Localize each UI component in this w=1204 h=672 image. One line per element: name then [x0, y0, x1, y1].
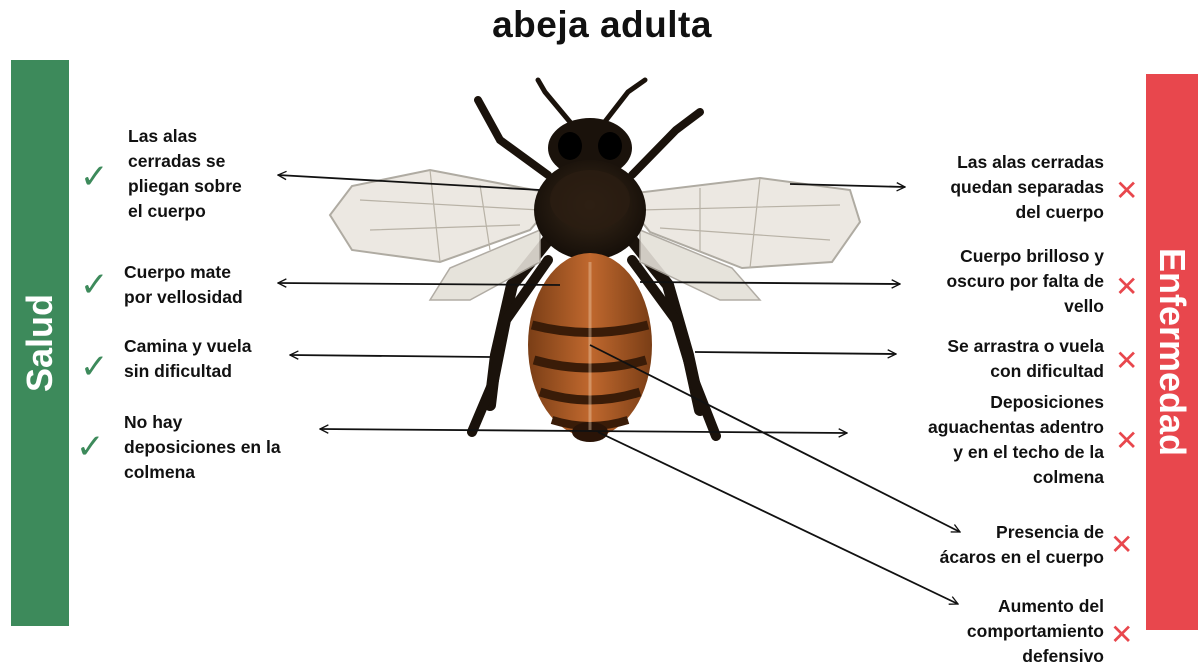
pointer-defensive — [598, 432, 958, 604]
disease-item-body-shiny: Cuerpo brilloso y oscuro por falta de ve… — [946, 244, 1104, 319]
pointer-mites — [590, 345, 960, 532]
cross-icon: ✕ — [1110, 528, 1133, 562]
cross-icon: ✕ — [1115, 424, 1138, 458]
disease-item-defensive: Aumento del comportamiento defensivo — [967, 594, 1104, 669]
disease-item-deposits: Deposiciones aguachentas adentro y en el… — [928, 390, 1104, 490]
bee-illustration — [330, 80, 860, 442]
health-item-no-deposits: No hay deposiciones en la colmena — [124, 410, 281, 485]
health-item-walks-flies: Camina y vuela sin dificultad — [124, 334, 251, 384]
check-icon: ✓ — [80, 160, 109, 194]
disease-item-drags: Se arrastra o vuela con dificultad — [947, 334, 1104, 384]
pointer-body-shiny — [640, 282, 900, 284]
pointer-drags — [695, 352, 896, 354]
cross-icon: ✕ — [1110, 618, 1133, 652]
disease-item-mites: Presencia de ácaros en el cuerpo — [940, 520, 1104, 570]
health-item-body-matte: Cuerpo mate por vellosidad — [124, 260, 243, 310]
cross-icon: ✕ — [1115, 344, 1138, 378]
check-icon: ✓ — [80, 268, 109, 302]
disease-item-wings-apart: Las alas cerradas quedan separadas del c… — [950, 150, 1104, 225]
pointer-walks-flies — [290, 355, 490, 357]
check-icon: ✓ — [76, 430, 105, 464]
health-item-wings-folded: Las alas cerradas se pliegan sobre el cu… — [128, 124, 242, 224]
check-icon: ✓ — [80, 350, 109, 384]
cross-icon: ✕ — [1115, 270, 1138, 304]
cross-icon: ✕ — [1115, 174, 1138, 208]
